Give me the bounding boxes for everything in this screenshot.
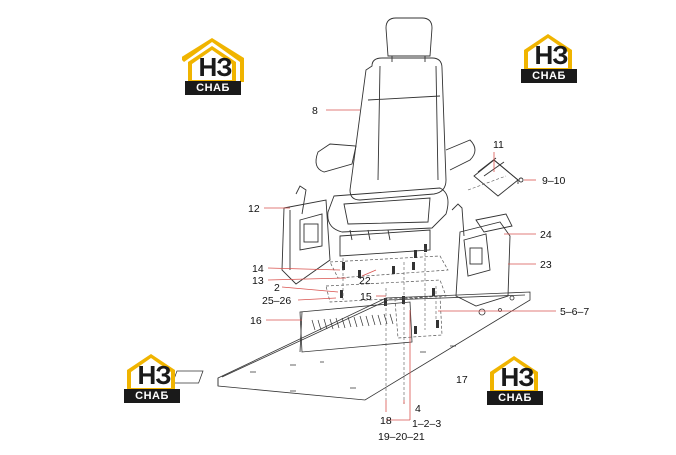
fasteners [340,244,439,334]
headrest [385,17,433,57]
callout-8: 8 [312,105,318,117]
callout-18: 18 [380,415,392,427]
house-icon [490,356,538,392]
backrest [349,57,447,201]
floor-plate [172,291,531,401]
logo-mark: НЗ [137,360,171,390]
logo-caption: СНАБ [185,81,241,95]
callout-12: 12 [248,203,260,215]
leader-lines [264,109,556,421]
house-icon [127,354,175,390]
grille-panel [299,301,413,353]
callout-5-6-7: 5–6–7 [560,306,589,318]
right-console [451,203,513,307]
callout-1-2-3: 1–2–3 [412,418,441,430]
seat [315,17,476,257]
logo-mark: НЗ [198,52,232,82]
callout-16: 16 [250,315,262,327]
assembly-lines [342,175,507,404]
logo-caption: СНАБ [124,389,180,403]
logo-caption: СНАБ [521,69,577,83]
callout-4: 4 [415,403,421,415]
grille-slots [311,313,394,331]
seat-base [339,229,431,257]
left-console [281,185,331,285]
watermark-logo-top-left: НЗ СНАБ [182,38,252,100]
callout-11: 11 [493,139,504,151]
callout-24: 24 [540,229,552,241]
watermark-logo-bottom-right: НЗ СНАБ [484,348,554,410]
storage-tray [473,157,524,197]
right-armrest [445,139,476,171]
callout-23: 23 [540,259,552,271]
callout-9-10: 9–10 [542,175,566,187]
callout-14: 14 [252,263,264,275]
logo-caption: СНАБ [487,391,543,405]
callout-19-20-21: 19–20–21 [378,431,425,443]
watermark-logo-bottom-left: НЗ СНАБ [121,346,191,408]
callout-13: 13 [252,275,264,287]
callout-2: 2 [274,282,280,294]
house-icon [524,34,572,70]
callout-15: 15 [360,291,372,303]
seat-cushion [327,187,449,233]
callouts: 8 11 9–10 12 24 23 14 13 22 2 25–26 15 1… [248,105,589,443]
left-armrest [315,143,357,173]
watermark-logo-top-right: НЗ СНАБ [518,26,588,88]
house-icon [182,38,244,82]
logo-mark: НЗ [500,362,534,392]
callout-25-26: 25–26 [262,295,291,307]
logo-mark: НЗ [534,40,568,70]
mounting-plates [325,255,449,339]
callout-22: 22 [359,275,371,287]
callout-17: 17 [456,374,468,386]
